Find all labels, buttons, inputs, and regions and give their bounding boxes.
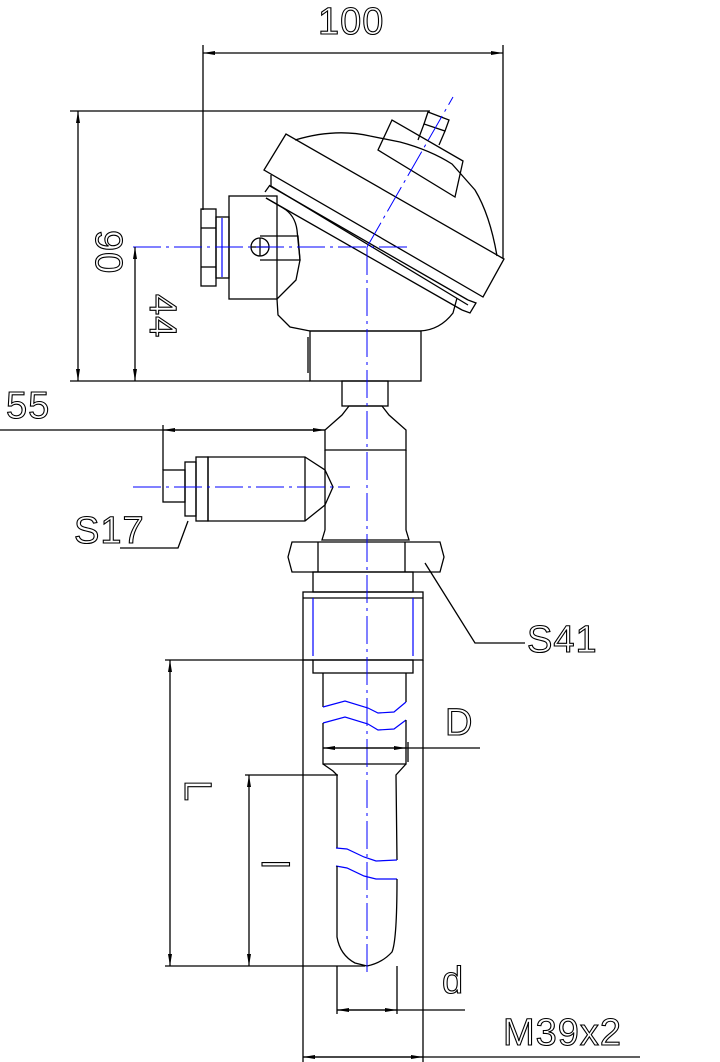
dim-90-label: 90 [87, 230, 129, 274]
length-l-label: l [253, 860, 295, 869]
compression-fitting [162, 405, 410, 541]
diameter-d-label: d [442, 960, 464, 1002]
dim-100-label: 100 [318, 1, 384, 43]
length-L-label: L [176, 780, 218, 802]
dimension-lines [0, 45, 640, 1062]
dim-44-label: 44 [141, 294, 183, 338]
wrench-s41-label: S41 [527, 619, 598, 661]
dim-55-label: 55 [6, 385, 50, 427]
diameter-D-label: D [445, 702, 473, 744]
center-lines [133, 96, 454, 972]
wrench-s17-label: S17 [74, 510, 145, 552]
connection-head [200, 111, 505, 407]
thread-label: M39x2 [503, 1012, 622, 1054]
thermowell [287, 541, 445, 967]
